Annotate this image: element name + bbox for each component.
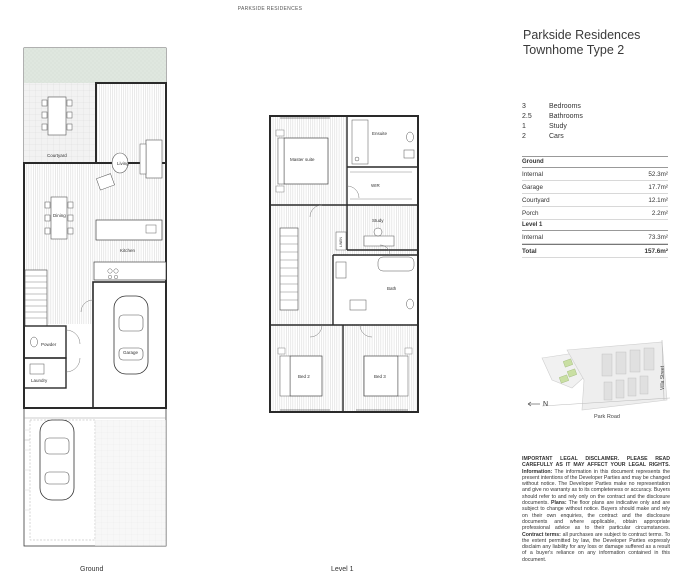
caption-ground: Ground: [80, 566, 103, 573]
room-label-study: Study: [372, 218, 384, 223]
north-arrow-icon: [527, 401, 532, 407]
room-label-dining: Dining: [53, 213, 66, 218]
floor-plan-drawings: Courtyard Living Dining Kitchen Garage P…: [23, 47, 419, 573]
room-label-powder: Powder: [41, 342, 57, 347]
title-line-1: Parkside Residences: [523, 28, 641, 42]
room-label-laundry: Laundry: [31, 378, 48, 383]
page-title: Parkside Residences Townhome Type 2: [523, 28, 640, 58]
room-label-courtyard: Courtyard: [47, 153, 67, 158]
north-label: N: [543, 401, 548, 408]
level1-floor-plan: Master suite Ensuite WIR Study LINEN Bat…: [269, 115, 419, 413]
ground-floor-plan: Courtyard Living Dining Kitchen Garage P…: [23, 47, 167, 547]
room-label-kitchen: Kitchen: [120, 248, 136, 253]
room-label-wir: WIR: [371, 183, 380, 188]
room-label-master-suite: Master suite: [290, 157, 315, 162]
map-label-park-road: Park Road: [594, 414, 620, 420]
room-label-linen: LINEN: [339, 236, 343, 247]
area-head-ground: Ground: [522, 156, 668, 168]
room-label-bed2: Bed 2: [298, 374, 310, 379]
title-line-2: Townhome Type 2: [523, 43, 625, 57]
legal-disclaimer: IMPORTANT LEGAL DISCLAIMER. PLEASE READ …: [522, 456, 670, 563]
location-map: Villa Street Park Road N: [522, 340, 672, 430]
document-header: PARKSIDE RESIDENCES: [237, 6, 303, 12]
caption-level1: Level 1: [331, 566, 354, 573]
map-label-villa-street: Villa Street: [660, 365, 666, 390]
room-label-ensuite: Ensuite: [372, 131, 388, 136]
room-label-living: Living: [117, 161, 129, 166]
area-head-level1: Level 1: [522, 220, 668, 231]
room-label-garage: Garage: [123, 350, 139, 355]
room-label-bed3: Bed 3: [374, 374, 386, 379]
room-label-bath: Bath: [387, 286, 397, 291]
